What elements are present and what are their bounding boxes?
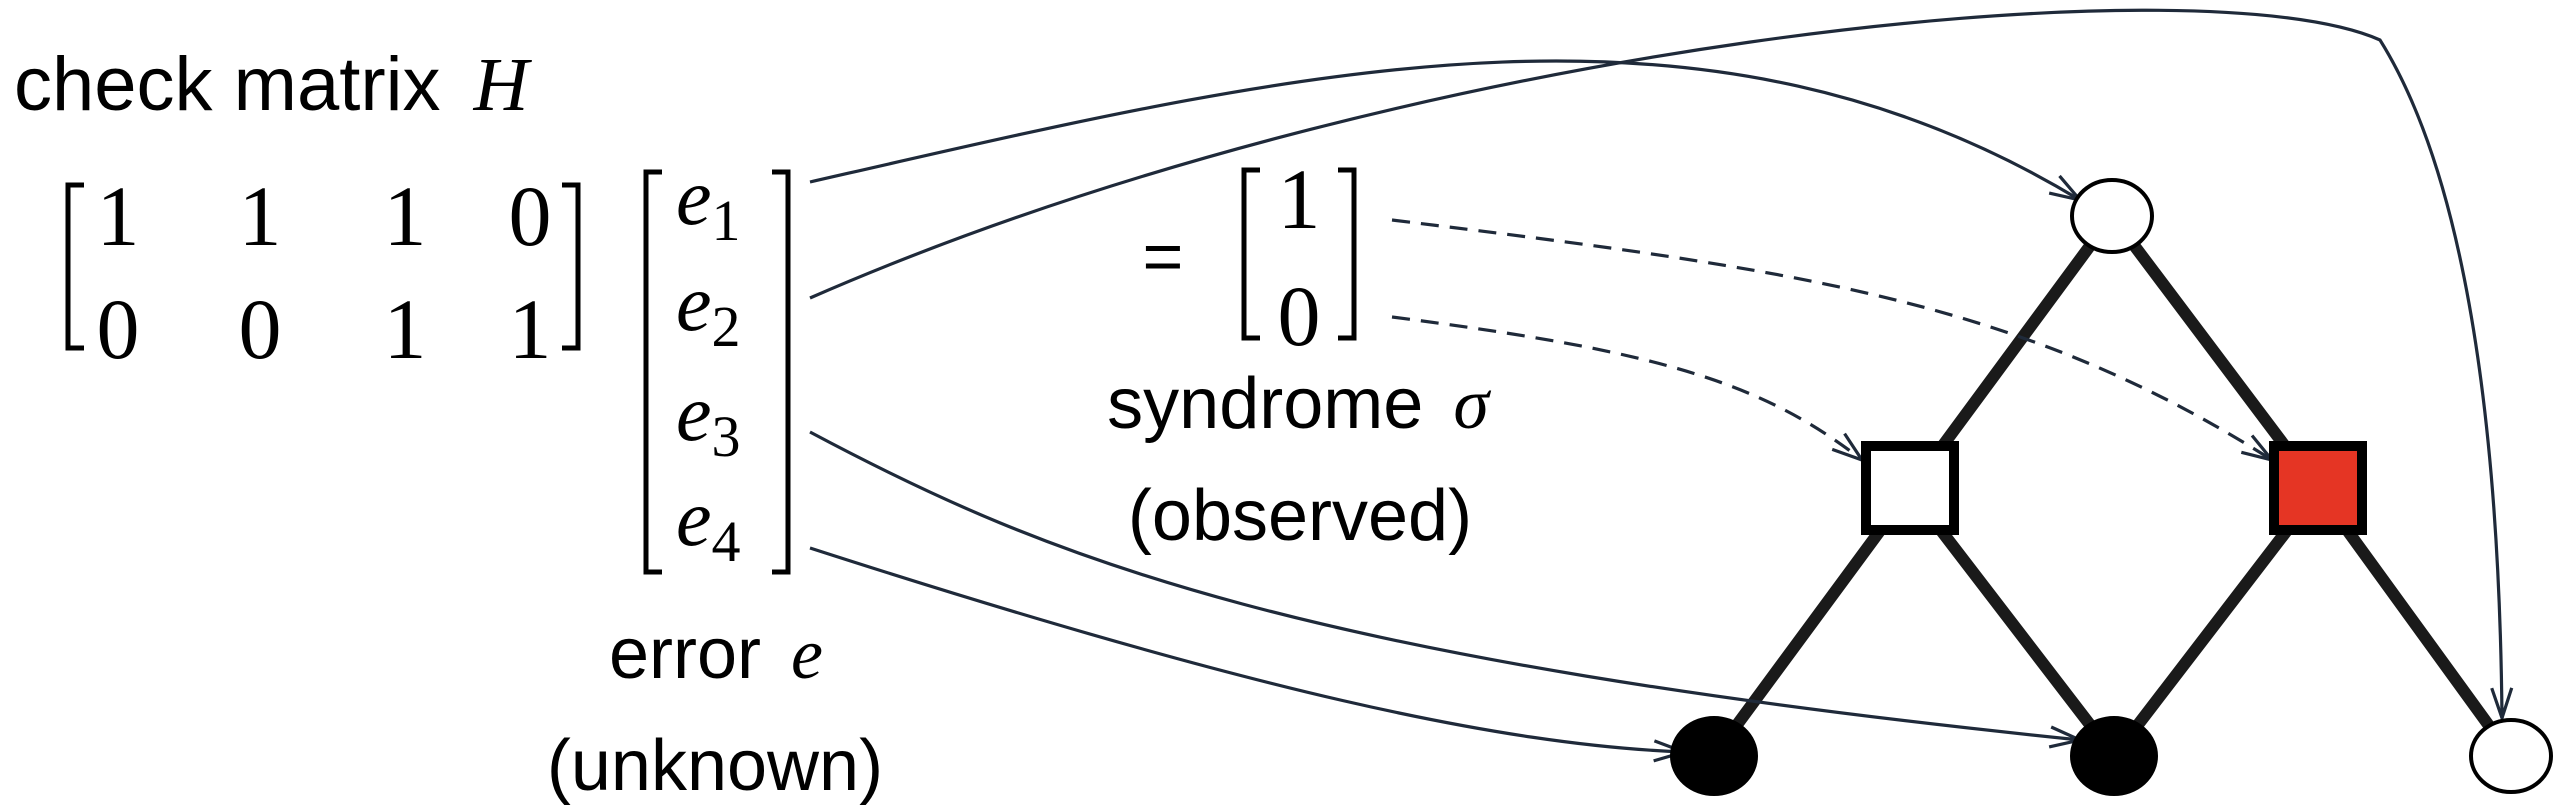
error-entry-2: e2 <box>676 260 741 359</box>
error-node-top <box>2070 178 2154 254</box>
matrix-cell: 1 <box>97 168 140 264</box>
equals-sign: = <box>1143 217 1184 295</box>
check-node-flipped <box>2269 441 2367 535</box>
dashed-arrow-to-right-check <box>1391 218 2272 460</box>
arrow-e4-to-bottom-left-node <box>809 546 1684 752</box>
tanner-graph-nodes <box>1670 178 2553 796</box>
error-right-bracket <box>772 169 791 575</box>
error-label: error e <box>609 614 823 694</box>
matrix-cell: 1 <box>384 168 427 264</box>
matrix-cell: 1 <box>509 281 552 377</box>
syndrome-observed-note: (observed) <box>1128 476 1472 556</box>
error-unknown-note: (unknown) <box>547 726 883 806</box>
error-node-bottom-right <box>2469 718 2553 794</box>
error-arrows <box>809 8 2502 752</box>
syndrome-arrows <box>1391 218 2272 460</box>
error-left-bracket <box>643 169 662 575</box>
error-vector: e1 e2 e3 e4 <box>643 154 791 575</box>
matrix-cell: 1 <box>239 168 282 264</box>
matrix-cell: 0 <box>97 281 140 377</box>
matrix-cell: 0 <box>509 168 552 264</box>
matrix-left-bracket <box>65 182 84 351</box>
syndrome-entry-2: 0 <box>1278 268 1321 364</box>
syndrome-label: syndrome σ <box>1107 364 1491 444</box>
error-node-bottom-left <box>1670 716 1758 796</box>
error-entry-1: e1 <box>676 154 741 253</box>
matrix-cell: 0 <box>239 281 282 377</box>
arrow-e2-to-bottom-right-node <box>809 8 2502 718</box>
matrix-cell: 1 <box>384 281 427 377</box>
matrix-right-bracket <box>562 182 581 351</box>
error-node-bottom-middle <box>2070 716 2158 796</box>
check-matrix-title: check matrix H <box>14 42 533 127</box>
tanner-graph-edges <box>1708 210 2517 762</box>
syndrome-right-bracket <box>1338 167 1357 341</box>
syndrome-entry-1: 1 <box>1278 151 1321 247</box>
check-matrix: 1 1 1 0 0 0 1 1 <box>65 168 581 377</box>
check-node-unflipped <box>1861 441 1959 535</box>
error-entry-3: e3 <box>676 370 741 469</box>
syndrome-vector: 1 0 <box>1241 151 1357 364</box>
error-entry-4: e4 <box>676 475 741 574</box>
dashed-arrow-to-left-check <box>1391 315 1862 460</box>
arrow-e1-to-top-node <box>809 59 2080 200</box>
arrow-e3-to-bottom-middle-node <box>809 430 2080 740</box>
syndrome-left-bracket <box>1241 167 1260 341</box>
